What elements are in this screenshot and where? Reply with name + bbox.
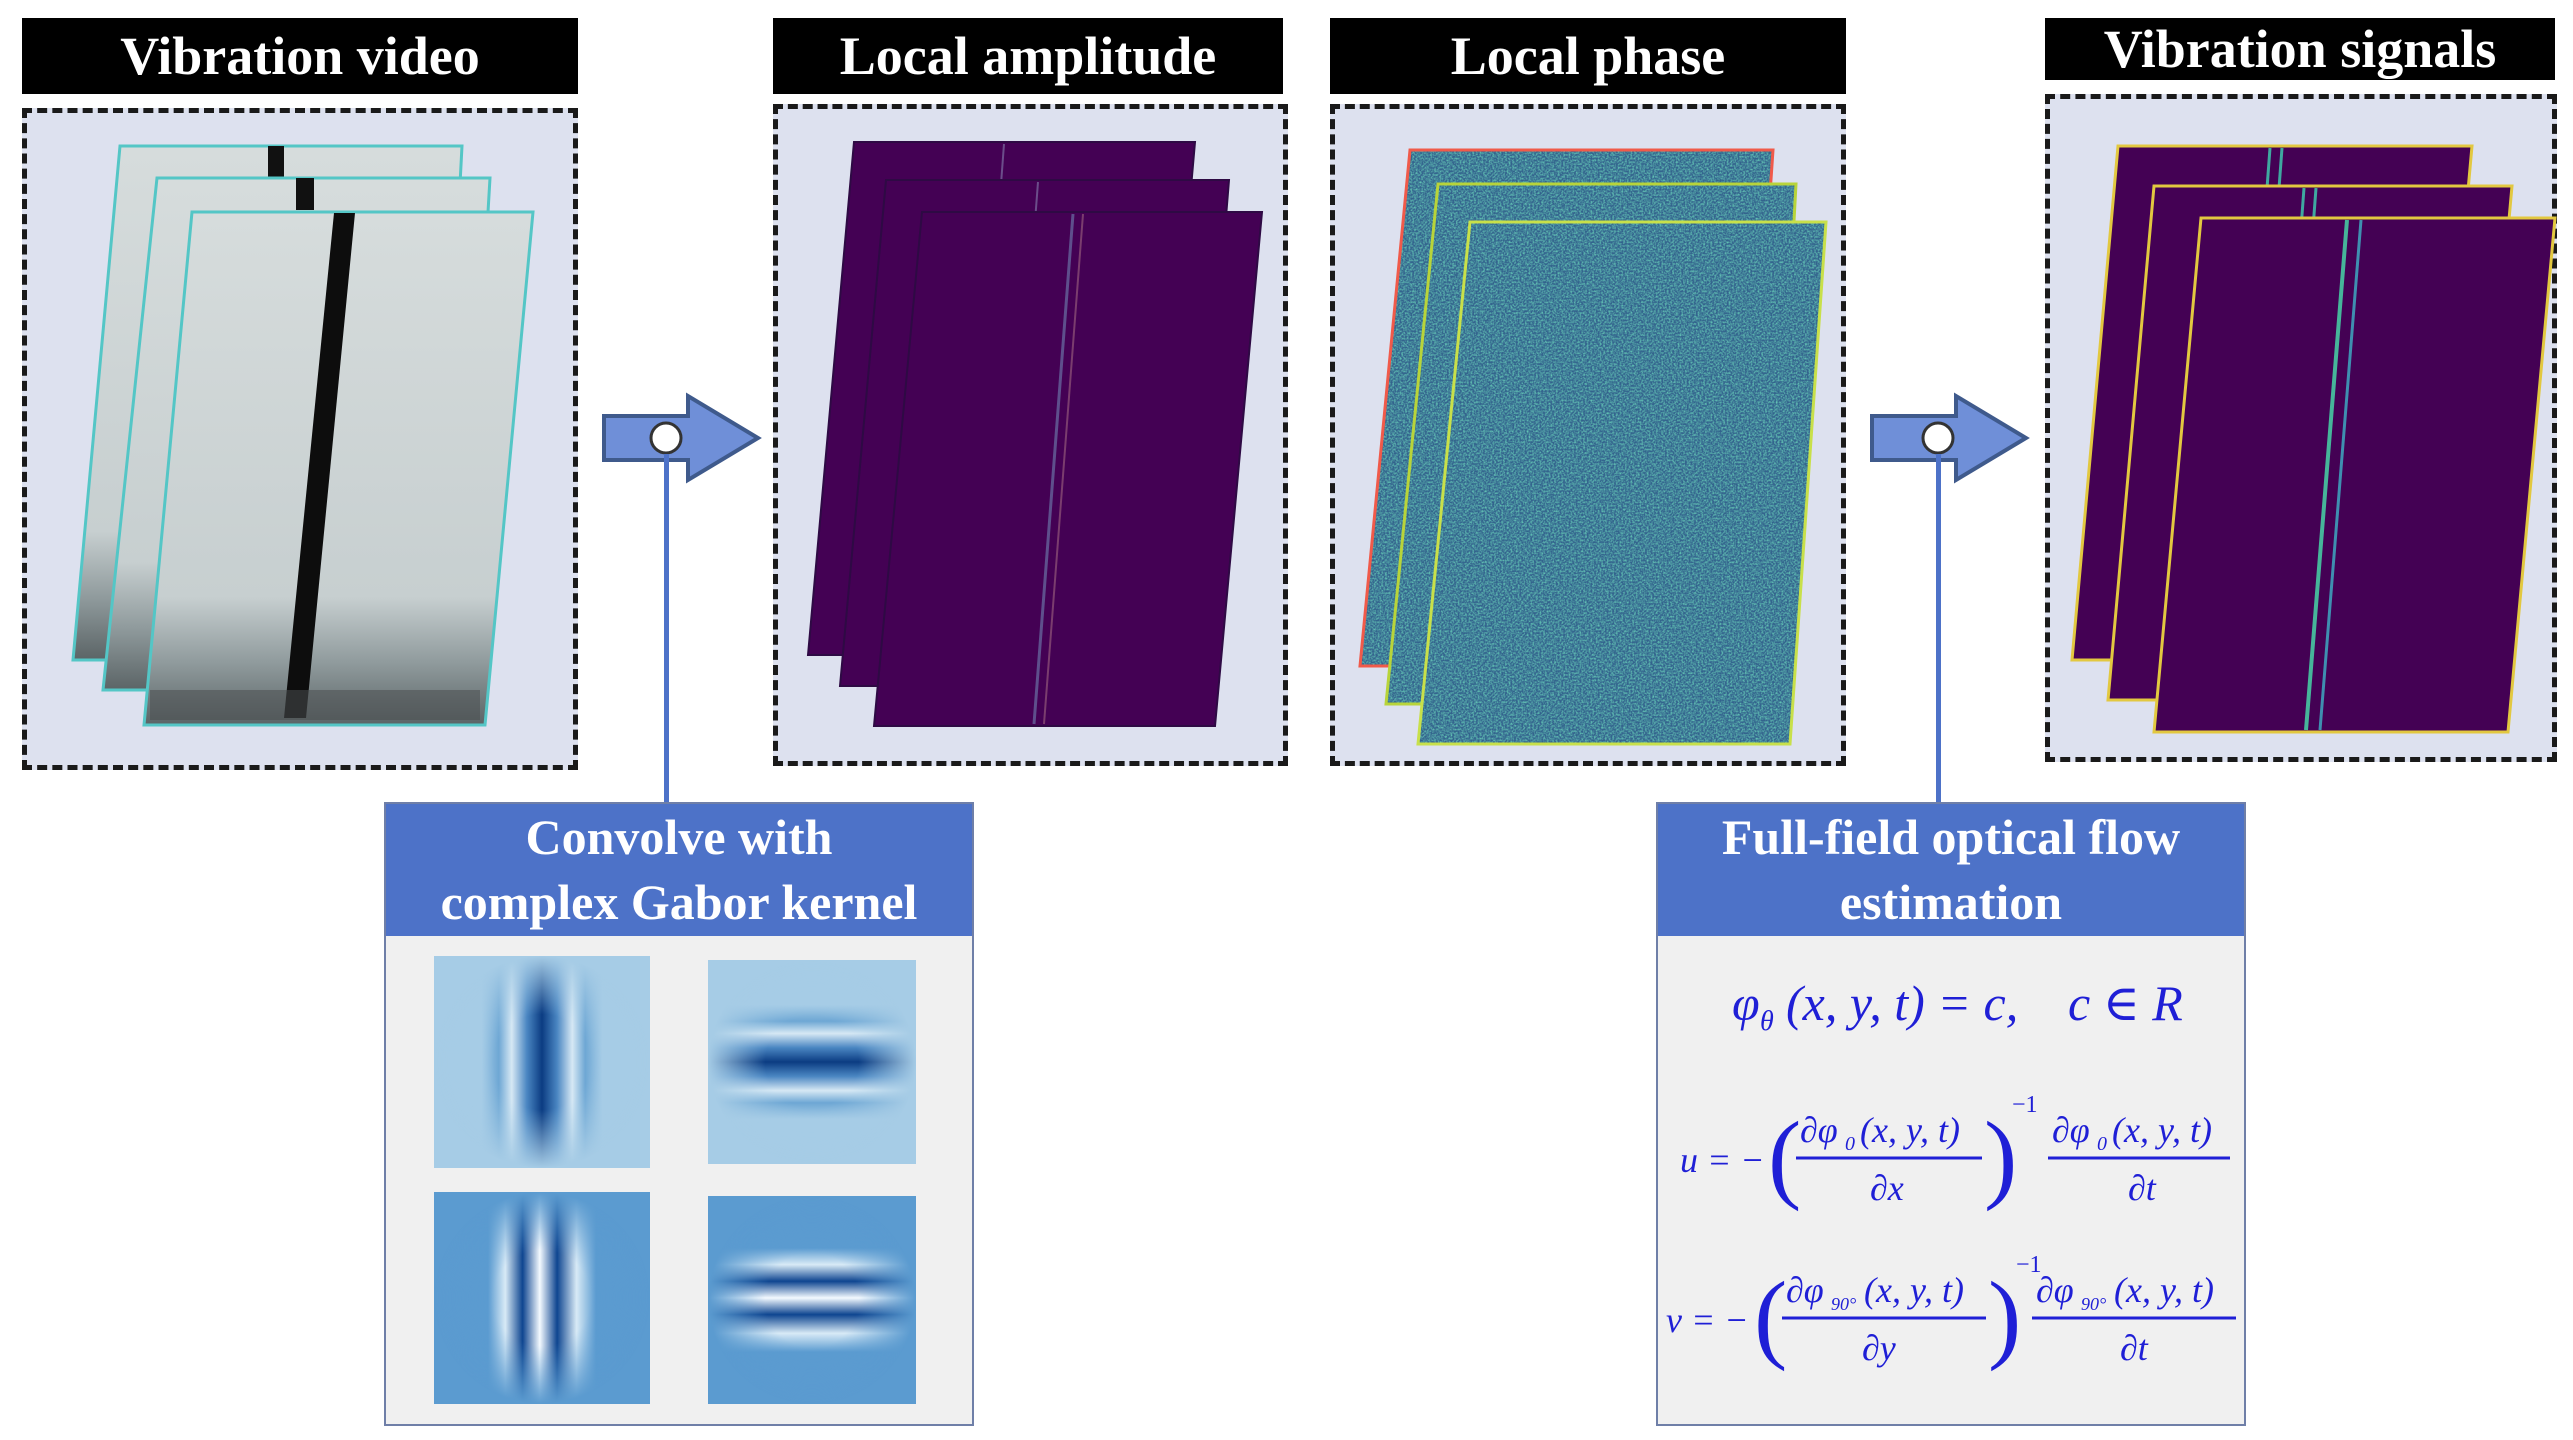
gabor-kernel-odd-vertical [434,1192,650,1404]
svg-text:0: 0 [1845,1133,1855,1155]
equation-v: v = − ( ∂φ 90° (x, y, t) ∂y ) −1 ∂φ 90° … [1666,1252,2236,1372]
svg-text:): ) [1988,1261,2021,1372]
amplitude-frame-stack [806,141,1264,727]
svg-text:(x, y, t): (x, y, t) [2114,1270,2214,1310]
svg-text:∂φ: ∂φ [1786,1270,1824,1310]
svg-text:∂φ: ∂φ [2052,1110,2090,1150]
equation-phase-constancy: φ θ (x, y, t) = c, c ∈ R [1732,975,2183,1037]
svg-text:(x, y, t) = c,: (x, y, t) = c, [1786,975,2018,1031]
title-vibration-signals: Vibration signals [2045,18,2555,80]
signals-frame-stack [2070,144,2557,734]
svg-text:90°: 90° [2081,1294,2106,1314]
title-vibration-video: Vibration video [22,18,578,94]
gabor-callout-line-1: Convolve with [525,809,833,865]
svg-text:−1: −1 [2016,1252,2042,1278]
gabor-kernel-odd-horizontal [708,1196,916,1404]
svg-text:∂y: ∂y [1862,1328,1896,1368]
optical-flow-callout-line-1: Full-field optical flow [1721,809,2181,865]
svg-text:): ) [1984,1101,2017,1212]
svg-text:v = −: v = − [1666,1300,1749,1340]
svg-text:(x, y, t): (x, y, t) [2112,1110,2212,1150]
svg-text:∂φ: ∂φ [2036,1270,2074,1310]
svg-text:0: 0 [2097,1133,2107,1155]
equation-u: u = − ( ∂φ 0 (x, y, t) ∂x ) −1 ∂φ 0 (x, … [1680,1092,2230,1212]
svg-text:∂t: ∂t [2128,1168,2157,1208]
svg-text:(: ( [1754,1261,1787,1372]
arrow-1 [602,392,762,484]
gabor-callout-header: Convolve with complex Gabor kernel [386,804,972,936]
svg-text:∂t: ∂t [2120,1328,2149,1368]
connector-gabor [664,454,669,804]
svg-text:(x, y, t): (x, y, t) [1860,1110,1960,1150]
video-frame-stack [71,144,535,727]
optical-flow-callout-header: Full-field optical flow estimation [1658,804,2244,936]
svg-text:u = −: u = − [1680,1140,1765,1180]
svg-text:−1: −1 [2012,1092,2038,1118]
svg-text:φ: φ [1732,975,1760,1031]
svg-text:(: ( [1768,1101,1801,1212]
gabor-kernel-even-vertical [434,956,650,1168]
gabor-kernel-even-horizontal [708,960,916,1164]
svg-text:(x, y, t): (x, y, t) [1864,1270,1964,1310]
title-local-amplitude: Local amplitude [773,18,1283,94]
phase-frame-stack [1358,148,1828,746]
svg-text:90°: 90° [1831,1294,1856,1314]
optical-flow-callout: Full-field optical flow estimation [1656,802,2246,1426]
connector-optical-flow [1936,454,1941,804]
title-local-phase: Local phase [1330,18,1846,94]
svg-text:c ∈ R: c ∈ R [2068,975,2183,1031]
optical-flow-callout-line-2: estimation [1839,874,2063,930]
svg-text:∂φ: ∂φ [1800,1110,1838,1150]
gabor-callout-line-2: complex Gabor kernel [440,874,918,930]
arrow-2 [1870,392,2030,484]
svg-text:∂x: ∂x [1870,1168,1904,1208]
svg-text:θ: θ [1760,1006,1774,1037]
